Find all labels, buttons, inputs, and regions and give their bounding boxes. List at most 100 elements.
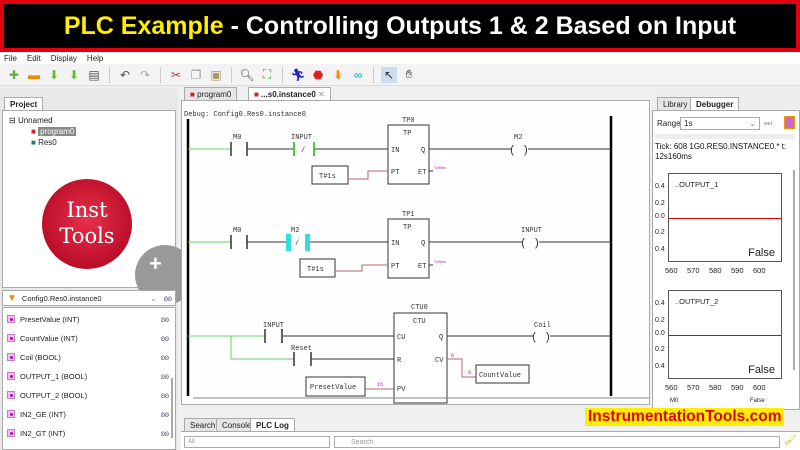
- y-tick: 0.4: [655, 246, 665, 253]
- run-icon[interactable]: 🏃︎: [290, 67, 306, 82]
- log-filter-select[interactable]: All: [184, 436, 330, 448]
- log-search-input[interactable]: Search: [334, 436, 780, 448]
- menu-display[interactable]: Display: [50, 54, 77, 63]
- scrollbar[interactable]: [171, 378, 173, 438]
- title-text: - Controlling Outputs 1 & 2 Based on Inp…: [230, 11, 737, 40]
- pin-label: CU: [397, 334, 405, 342]
- x-tick: 570: [687, 383, 700, 392]
- tp1-block[interactable]: [387, 218, 430, 279]
- tab-instance0[interactable]: ■ ...s0.instance0 ✕: [248, 87, 331, 100]
- list-item[interactable]: OUTPUT_2 (BOOL)ʚʚ: [7, 387, 175, 403]
- instance-icon: ▼: [7, 292, 17, 304]
- tab-library[interactable]: Library: [657, 97, 694, 110]
- coil-label: Coil: [534, 322, 551, 330]
- preset-variable-box[interactable]: [299, 258, 336, 278]
- print-icon[interactable]: ▤: [88, 67, 100, 82]
- menu-help[interactable]: Help: [86, 54, 104, 63]
- pin-label: IN: [391, 147, 399, 155]
- menu-file[interactable]: File: [4, 54, 17, 63]
- variable-icon: [7, 315, 15, 323]
- range-label: Range:: [657, 119, 683, 128]
- ladder-editor[interactable]: Debug: Config0.Res0.instance0 M0 / INPUT…: [181, 100, 650, 405]
- chart-title: ..OUTPUT_2: [675, 297, 719, 306]
- copy-icon[interactable]: ❐: [190, 67, 202, 82]
- tree-program[interactable]: ■ program0: [31, 127, 77, 136]
- stop-icon[interactable]: ⬣: [312, 67, 324, 82]
- clear-brush-icon[interactable]: 🖌︎: [784, 435, 797, 446]
- redo-icon[interactable]: ↷: [139, 67, 151, 82]
- trace-line: [669, 218, 781, 219]
- download-icon[interactable]: ⬇: [48, 67, 60, 82]
- y-tick: 0.4: [655, 183, 665, 190]
- skip-forward-icon[interactable]: ⏭: [764, 118, 773, 128]
- fit-screen-icon[interactable]: ⛶: [262, 67, 272, 81]
- glasses-icon[interactable]: ʚʚ: [160, 314, 169, 324]
- coil-m2[interactable]: ( ): [509, 145, 529, 157]
- tick-slider[interactable]: [655, 134, 795, 139]
- variable-list: PresetValue (INT)ʚʚ CountValue (INT)ʚʚ C…: [2, 307, 176, 450]
- contact-label: Reset: [291, 345, 312, 353]
- contact-input-nc[interactable]: /: [293, 142, 315, 156]
- glasses-icon[interactable]: ʚʚ: [160, 409, 169, 419]
- preset-value-box[interactable]: [305, 376, 366, 397]
- preset-variable-box[interactable]: [311, 165, 349, 185]
- tree-resource[interactable]: ■ Res0: [31, 138, 57, 147]
- list-item[interactable]: OUTPUT_1 (BOOL)ʚʚ: [7, 368, 175, 384]
- tp0-block[interactable]: [387, 124, 430, 185]
- tab-plc-log[interactable]: PLC Log: [250, 418, 295, 431]
- glasses-icon[interactable]: ʚʚ: [160, 333, 169, 343]
- tab-label: program0: [197, 90, 232, 99]
- contact-m0[interactable]: [230, 142, 248, 156]
- cut-icon[interactable]: ✂: [170, 67, 182, 82]
- transfer-icon[interactable]: ⬇: [332, 67, 344, 82]
- chart-title: ..OUTPUT_1: [675, 180, 719, 189]
- coil-input[interactable]: ( ): [520, 238, 540, 250]
- y-tick: 0.2: [655, 200, 665, 207]
- scrollbar[interactable]: [793, 170, 795, 370]
- ctu0-block[interactable]: [393, 312, 448, 404]
- contact-m0[interactable]: [230, 235, 248, 249]
- list-item[interactable]: IN2_GT (INT)ʚʚ: [7, 425, 175, 441]
- variable-icon: [7, 391, 15, 399]
- menu-edit[interactable]: Edit: [26, 54, 41, 63]
- glasses-icon[interactable]: ʚʚ: [160, 390, 169, 400]
- export-icon[interactable]: [784, 116, 795, 129]
- count-value-box[interactable]: [475, 364, 530, 384]
- coil-coil[interactable]: ( ): [531, 332, 551, 344]
- glasses-icon[interactable]: ʚʚ: [160, 428, 169, 438]
- rung-3: INPUT Reset CTU0 CTU CU R PV Q CV Preset…: [188, 304, 611, 404]
- pointer-icon[interactable]: ↖: [381, 66, 397, 83]
- coil-label: INPUT: [521, 227, 542, 235]
- tree-root[interactable]: ⊟ Unnamed: [9, 116, 53, 125]
- close-icon[interactable]: ✕: [318, 90, 325, 99]
- glasses-icon[interactable]: ʚʚ: [163, 293, 172, 303]
- contact-input[interactable]: [264, 329, 283, 343]
- cv-var-value: 0: [468, 370, 471, 376]
- pin-label: Q: [439, 334, 443, 342]
- glasses-icon[interactable]: ʚʚ: [160, 371, 169, 381]
- list-item[interactable]: Coil (BOOL)ʚʚ: [7, 349, 175, 365]
- arduino-icon[interactable]: ∞: [353, 67, 363, 82]
- tab-debugger[interactable]: Debugger: [690, 97, 740, 110]
- save-icon[interactable]: ⬇: [68, 67, 80, 82]
- open-folder-icon[interactable]: ▬: [28, 67, 40, 82]
- new-icon[interactable]: ✚: [8, 67, 20, 82]
- count-value-label: CountValue: [479, 372, 521, 380]
- x-tick: 600: [753, 383, 766, 392]
- instance-select[interactable]: ▼ Config0.Res0.instance0 ⌄ ʚʚ: [2, 290, 176, 306]
- zoom-icon[interactable]: 🔍︎: [239, 67, 255, 82]
- contact-m2-nc[interactable]: /: [286, 234, 310, 251]
- range-select[interactable]: 1s⌄: [680, 117, 760, 130]
- tab-program0[interactable]: ■ program0: [184, 87, 238, 100]
- contact-reset[interactable]: [293, 352, 312, 366]
- list-item[interactable]: IN2_GE (INT)ʚʚ: [7, 406, 175, 422]
- undo-icon[interactable]: ↶: [119, 67, 131, 82]
- logo-line-2: Tools: [59, 224, 115, 248]
- list-item[interactable]: PresetValue (INT)ʚʚ: [7, 311, 175, 327]
- tab-project[interactable]: Project: [4, 97, 44, 110]
- hand-icon[interactable]: ✋︎: [405, 67, 413, 81]
- paste-icon[interactable]: ▣: [210, 67, 222, 82]
- glasses-icon[interactable]: ʚʚ: [160, 352, 169, 362]
- list-item[interactable]: CountValue (INT)ʚʚ: [7, 330, 175, 346]
